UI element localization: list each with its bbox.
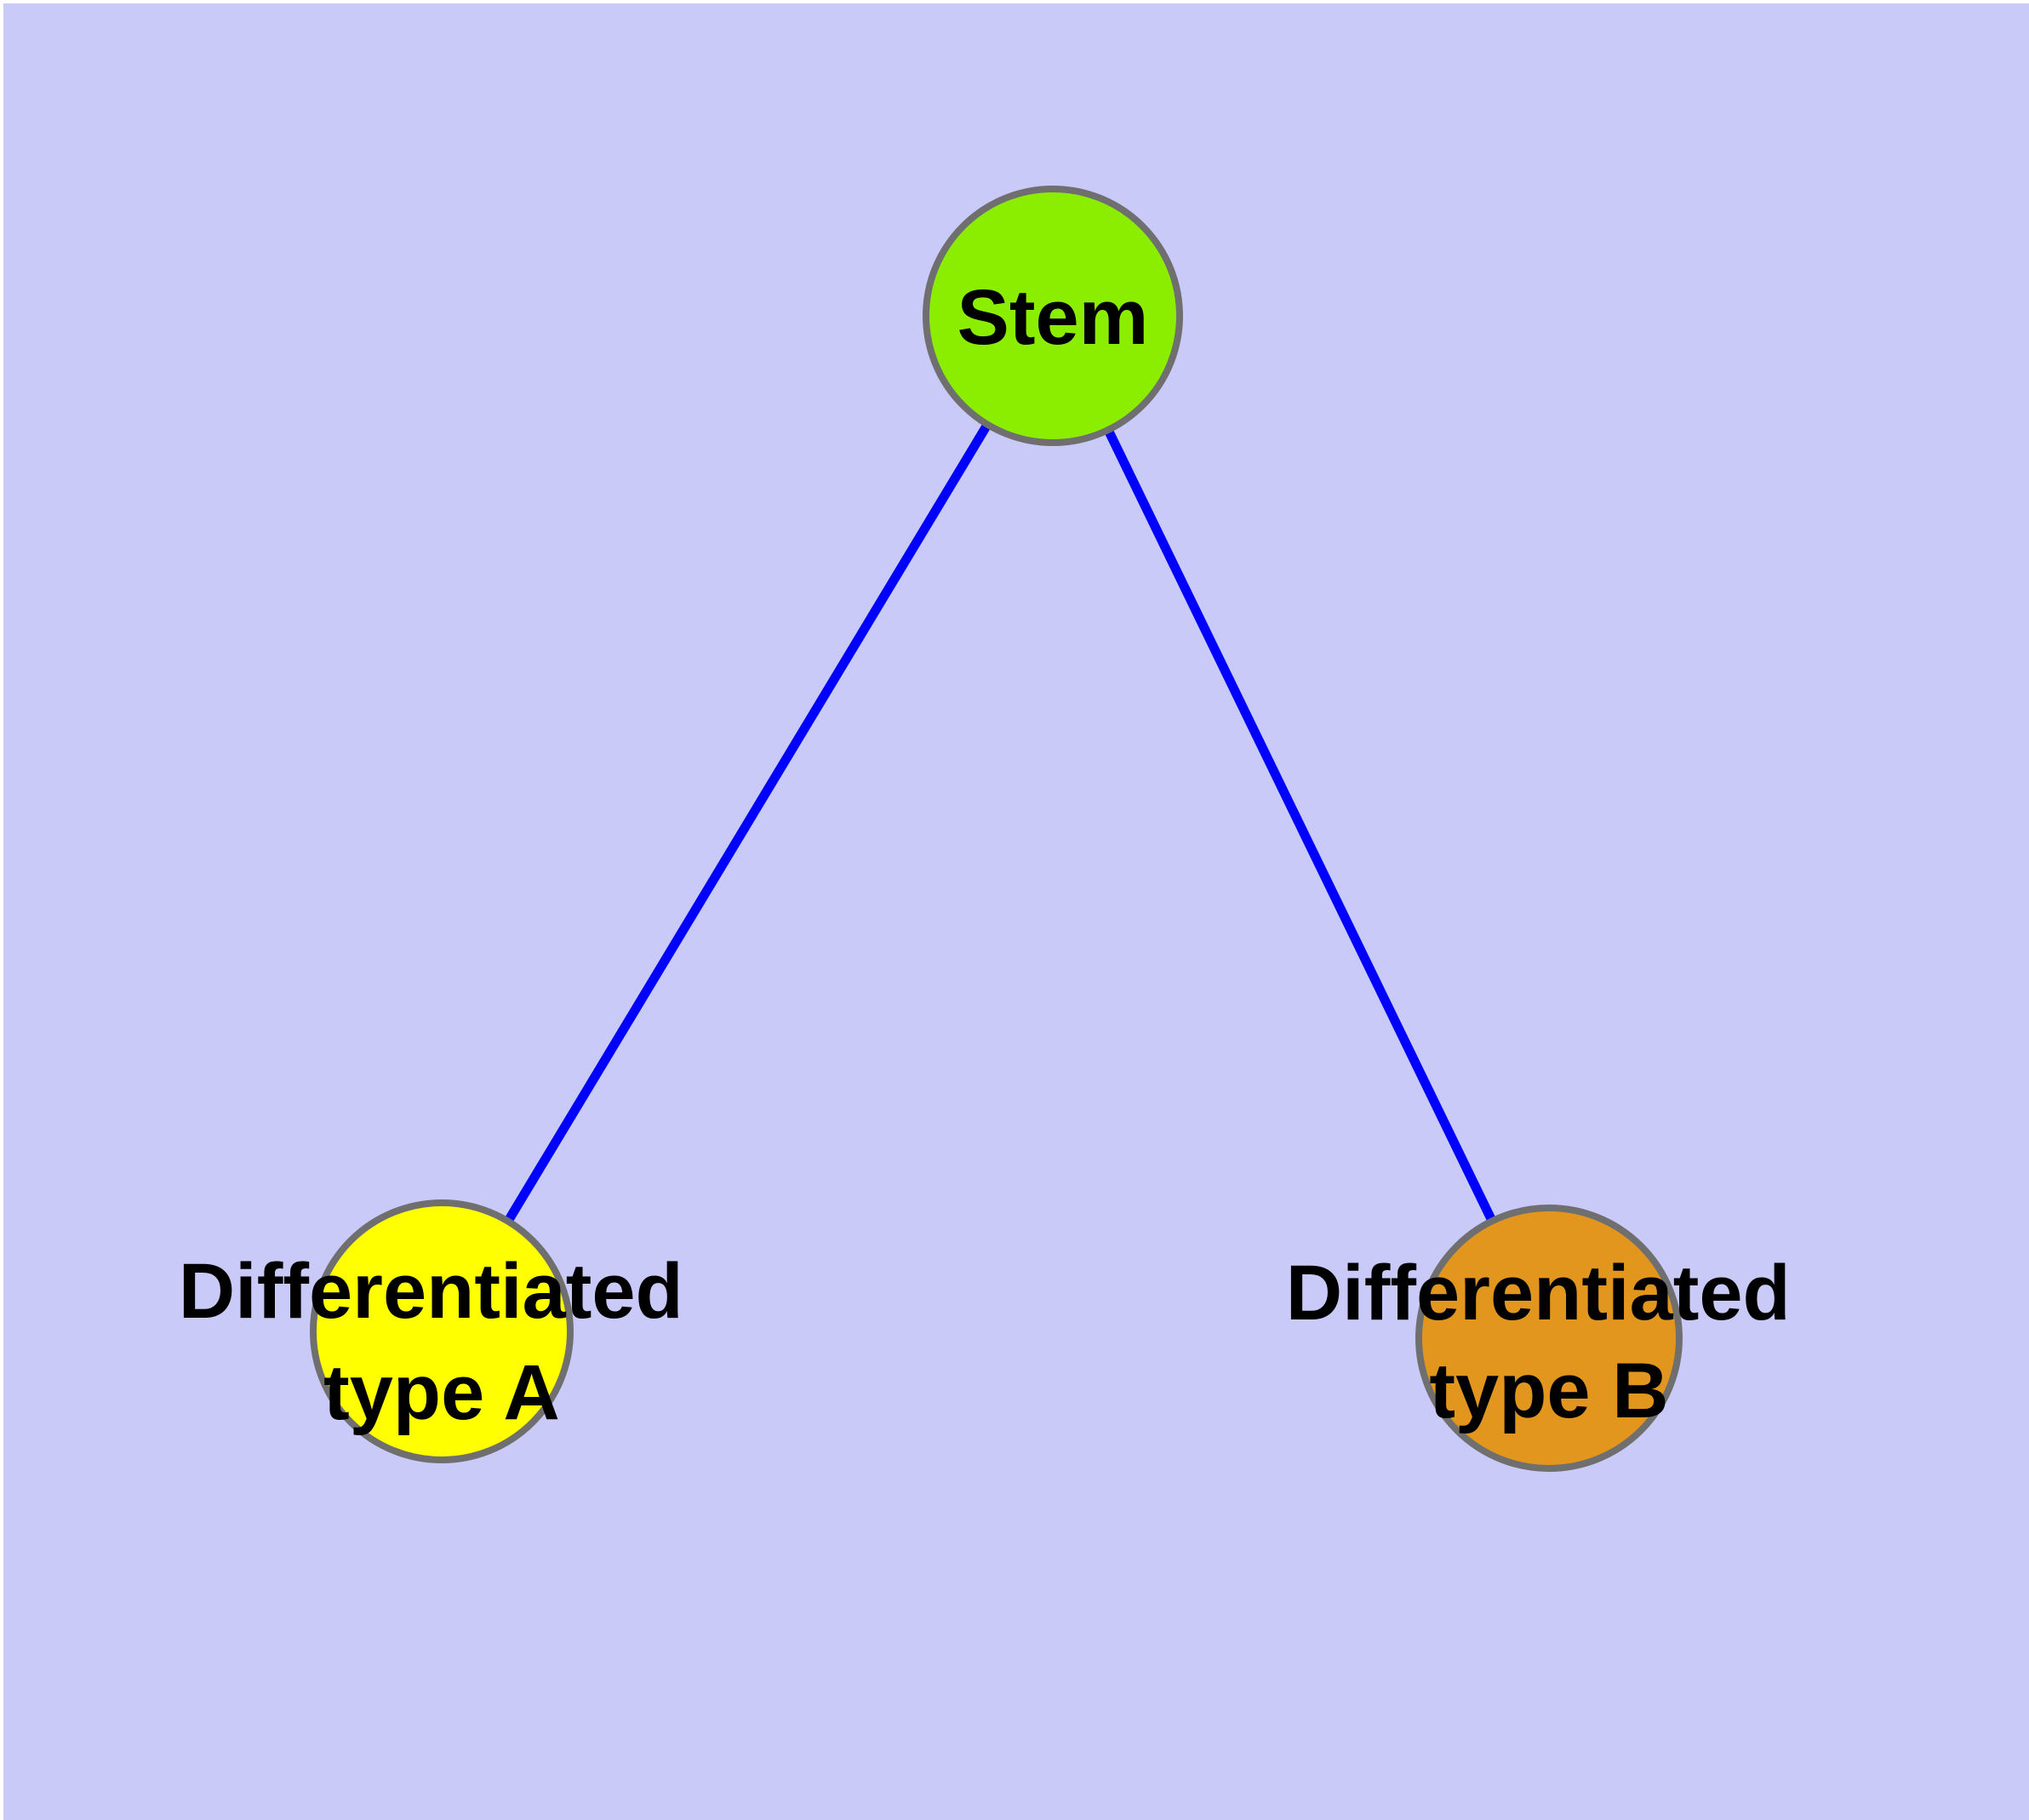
label-type-a-line2: type A: [323, 1349, 560, 1436]
label-type-b-line2: type B: [1429, 1348, 1668, 1434]
edge-stem-to-type-b: [1049, 313, 1553, 1341]
label-stem: Stem: [957, 274, 1149, 361]
label-type-a-line1: Differentiated: [179, 1248, 683, 1335]
plot-area: Stem Differentiated type A Differentiate…: [3, 3, 2029, 1820]
label-differentiated-type-b: Differentiated type B: [1286, 1250, 1813, 1434]
graph-diagram: Stem Differentiated type A Differentiate…: [3, 3, 2029, 1820]
label-differentiated-type-a: Differentiated type A: [179, 1248, 706, 1436]
node-differentiated-type-b: [1415, 1205, 1683, 1472]
label-type-b-line1: Differentiated: [1286, 1250, 1791, 1336]
node-stem: [923, 186, 1183, 446]
edge-stem-to-type-a: [437, 313, 1057, 1334]
node-differentiated-type-a: [310, 1199, 574, 1463]
